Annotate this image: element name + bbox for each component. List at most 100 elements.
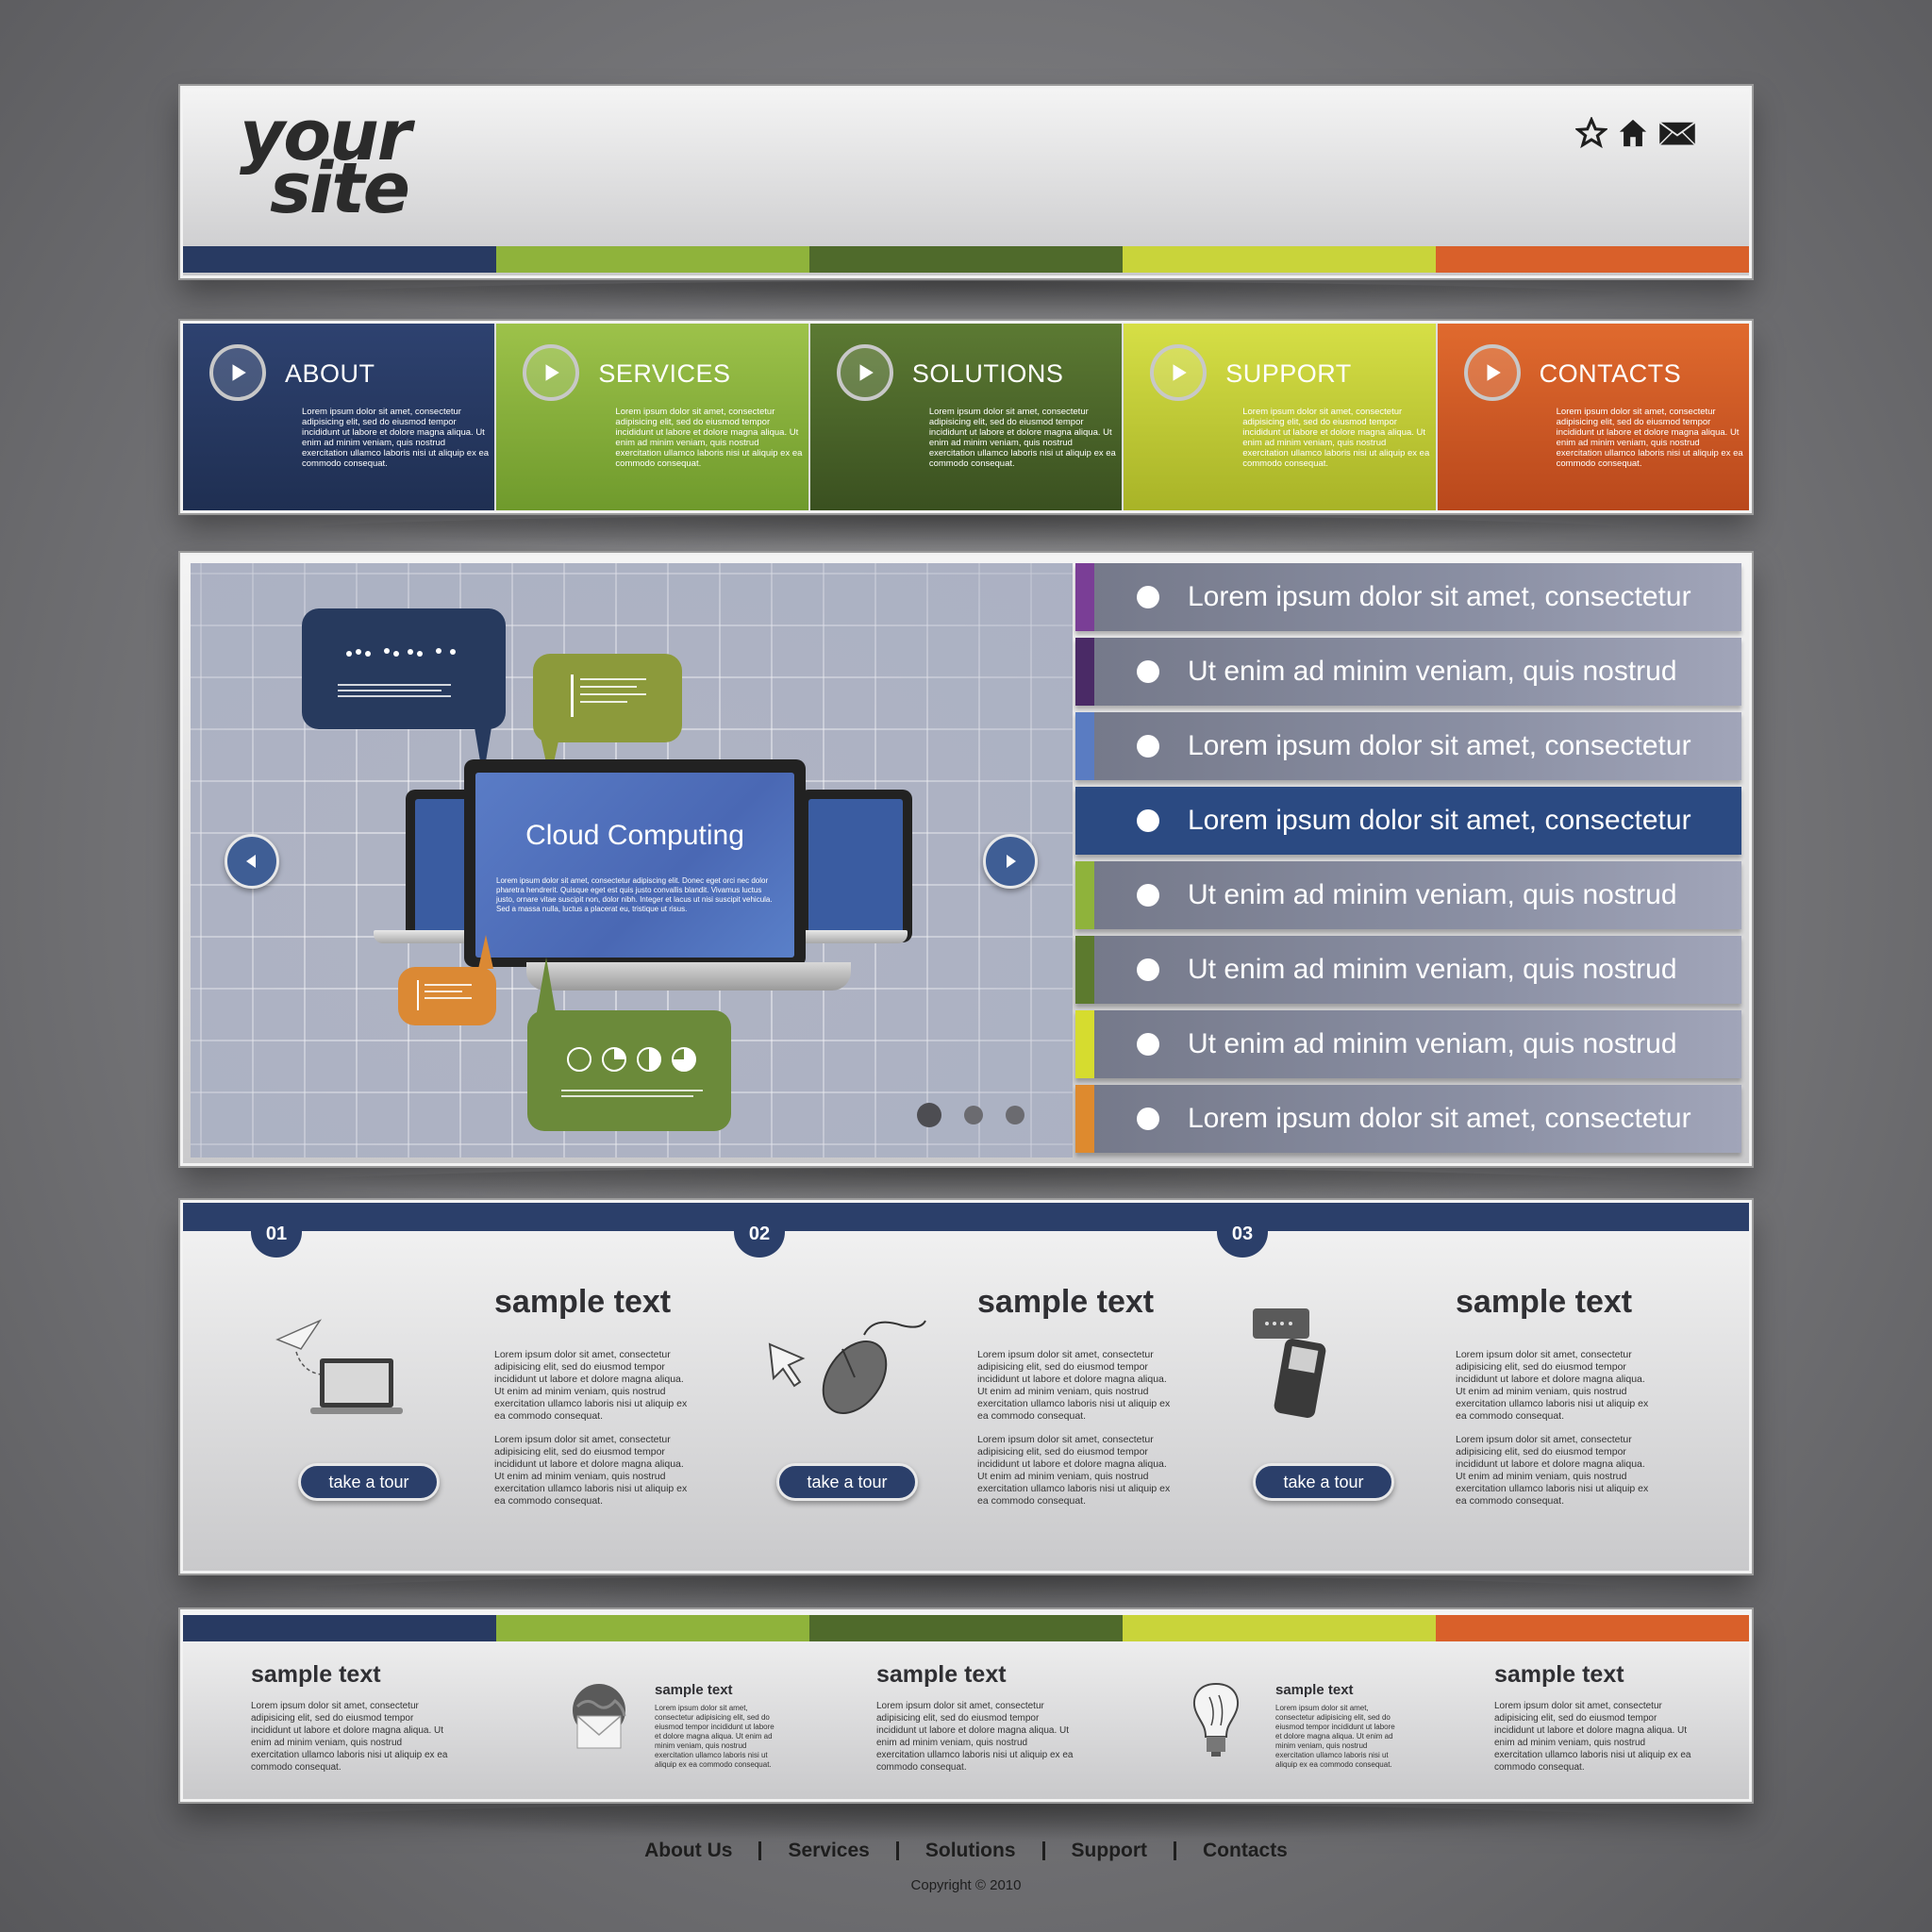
footer-color-bar bbox=[183, 1615, 1749, 1641]
divider bbox=[758, 1841, 762, 1860]
footer-link-contacts[interactable]: Contacts bbox=[1203, 1840, 1288, 1861]
feature-title: sample text bbox=[494, 1284, 672, 1320]
feature-title: sample text bbox=[1456, 1284, 1633, 1320]
list-item-text: Lorem ipsum dolor sit amet, consectetur bbox=[1188, 805, 1691, 836]
footer-link-about-us[interactable]: About Us bbox=[644, 1840, 733, 1861]
play-icon bbox=[209, 344, 266, 401]
feature-card-2: 02 sample text Lorem ipsum dolor sit ame… bbox=[666, 1203, 1170, 1571]
arrow-left-icon bbox=[246, 855, 256, 868]
slider-dot-3[interactable] bbox=[1006, 1106, 1024, 1124]
divider bbox=[895, 1841, 899, 1860]
header-color-bar bbox=[183, 246, 1749, 273]
list-item[interactable]: Lorem ipsum dolor sit amet, consectetur bbox=[1075, 712, 1741, 780]
logo-line-1: your bbox=[240, 95, 411, 176]
feature-desc: Lorem ipsum dolor sit amet, consectetur … bbox=[494, 1434, 688, 1507]
feature-desc: Lorem ipsum dolor sit amet, consectetur … bbox=[494, 1349, 688, 1422]
home-icon[interactable] bbox=[1617, 117, 1649, 149]
footer-col-1: sample text Lorem ipsum dolor sit amet, … bbox=[251, 1661, 449, 1774]
copyright: Copyright © 2010 bbox=[910, 1877, 1022, 1893]
hero-slider: Cloud Computing Lorem ipsum dolor sit am… bbox=[180, 553, 1752, 1166]
slider-pagination bbox=[917, 1103, 1024, 1127]
site-logo[interactable]: your site bbox=[240, 95, 411, 229]
bullet-icon bbox=[1137, 1033, 1159, 1056]
nav-tile-contacts[interactable]: CONTACTS Lorem ipsum dolor sit amet, con… bbox=[1437, 324, 1750, 510]
panel-shadow bbox=[245, 1168, 1687, 1206]
slider-dot-1[interactable] bbox=[917, 1103, 941, 1127]
nav-tile-desc: Lorem ipsum dolor sit amet, consectetur … bbox=[1556, 407, 1743, 469]
color-seg-orange bbox=[1436, 1615, 1749, 1641]
divider bbox=[1041, 1841, 1045, 1860]
list-item-text: Lorem ipsum dolor sit amet, consectetur bbox=[1188, 581, 1691, 612]
color-seg-lime bbox=[1123, 1615, 1436, 1641]
feature-desc: Lorem ipsum dolor sit amet, consectetur … bbox=[1456, 1349, 1649, 1422]
list-item[interactable]: Lorem ipsum dolor sit amet, consectetur bbox=[1075, 1085, 1741, 1153]
nav-tile-about[interactable]: ABOUT Lorem ipsum dolor sit amet, consec… bbox=[183, 324, 497, 510]
color-seg-navy bbox=[183, 1615, 496, 1641]
feature-desc: Lorem ipsum dolor sit amet, consectetur … bbox=[977, 1434, 1171, 1507]
take-a-tour-button[interactable]: take a tour bbox=[776, 1463, 918, 1501]
screen-title: Cloud Computing bbox=[525, 820, 744, 851]
bullet-icon bbox=[1137, 884, 1159, 907]
footer-col-desc: Lorem ipsum dolor sit amet, consectetur … bbox=[251, 1701, 448, 1773]
footer-link-services[interactable]: Services bbox=[788, 1840, 870, 1861]
feature-number: 01 bbox=[251, 1216, 302, 1257]
take-a-tour-button[interactable]: take a tour bbox=[1253, 1463, 1394, 1501]
speech-bubble-chart bbox=[533, 654, 682, 780]
panel-shadow bbox=[245, 1575, 1687, 1613]
footer-col-title: sample text bbox=[655, 1682, 733, 1698]
laptop-paper-plane-icon bbox=[275, 1319, 403, 1414]
footer-panel: sample text Lorem ipsum dolor sit amet, … bbox=[180, 1609, 1752, 1802]
footer-link-solutions[interactable]: Solutions bbox=[924, 1840, 1016, 1861]
slider-dot-2[interactable] bbox=[964, 1106, 983, 1124]
list-item-text: Ut enim ad minim veniam, quis nostrud bbox=[1188, 1028, 1677, 1059]
features-bar bbox=[183, 1203, 1749, 1231]
star-icon[interactable] bbox=[1575, 117, 1607, 149]
footer-link-support[interactable]: Support bbox=[1071, 1840, 1148, 1861]
color-seg-dark-green bbox=[809, 1615, 1123, 1641]
nav-tile-title: CONTACTS bbox=[1539, 359, 1682, 388]
light-bulb-icon bbox=[1192, 1682, 1240, 1757]
mail-icon[interactable] bbox=[1658, 117, 1696, 149]
speech-bubble-pies bbox=[527, 958, 731, 1131]
logo-line-2: site bbox=[270, 148, 410, 229]
footer-col-5: sample text Lorem ipsum dolor sit amet, … bbox=[1494, 1661, 1692, 1774]
speech-bubble-weather bbox=[302, 608, 506, 778]
nav-tile-services[interactable]: SERVICES Lorem ipsum dolor sit amet, con… bbox=[496, 324, 810, 510]
list-item[interactable]: Ut enim ad minim veniam, quis nostrud bbox=[1075, 936, 1741, 1004]
take-a-tour-button[interactable]: take a tour bbox=[298, 1463, 440, 1501]
nav-tile-desc: Lorem ipsum dolor sit amet, consectetur … bbox=[1242, 407, 1430, 469]
nav-tile-desc: Lorem ipsum dolor sit amet, consectetur … bbox=[302, 407, 490, 469]
bullet-icon bbox=[1137, 809, 1159, 832]
list-item-active[interactable]: Lorem ipsum dolor sit amet, consectetur bbox=[1075, 787, 1741, 855]
play-icon bbox=[523, 344, 580, 401]
footer-col-3: sample text Lorem ipsum dolor sit amet, … bbox=[876, 1661, 1074, 1774]
bullet-icon bbox=[1137, 735, 1159, 758]
slider-next-button[interactable] bbox=[983, 834, 1038, 889]
feature-number: 02 bbox=[734, 1216, 785, 1257]
main-nav: ABOUT Lorem ipsum dolor sit amet, consec… bbox=[180, 321, 1752, 513]
nav-tile-solutions[interactable]: SOLUTIONS Lorem ipsum dolor sit amet, co… bbox=[809, 324, 1124, 510]
footer-col-title: sample text bbox=[251, 1661, 381, 1688]
panel-shadow bbox=[245, 515, 1687, 553]
list-item[interactable]: Ut enim ad minim veniam, quis nostrud bbox=[1075, 638, 1741, 706]
color-seg-orange bbox=[1436, 246, 1749, 273]
list-item[interactable]: Ut enim ad minim veniam, quis nostrud bbox=[1075, 861, 1741, 929]
list-item[interactable]: Ut enim ad minim veniam, quis nostrud bbox=[1075, 1010, 1741, 1078]
nav-tile-title: SOLUTIONS bbox=[911, 359, 1064, 388]
laptop-main-base bbox=[526, 962, 851, 991]
globe-mail-icon bbox=[573, 1684, 626, 1749]
nav-tile-support[interactable]: SUPPORT Lorem ipsum dolor sit amet, cons… bbox=[1124, 324, 1438, 510]
feature-list: Lorem ipsum dolor sit amet, consectetur … bbox=[1075, 563, 1741, 1159]
slider-prev-button[interactable] bbox=[225, 834, 279, 889]
laptop-screen: Cloud Computing Lorem ipsum dolor sit am… bbox=[475, 773, 794, 958]
panel-shadow bbox=[245, 281, 1687, 319]
bullet-icon bbox=[1137, 660, 1159, 683]
feature-card-3: 03 sample text Lorem ipsum dolor sit ame… bbox=[1149, 1203, 1648, 1571]
list-item-text: Ut enim ad minim veniam, quis nostrud bbox=[1188, 879, 1677, 910]
color-seg-navy bbox=[183, 246, 496, 273]
bullet-icon bbox=[1137, 1108, 1159, 1130]
feature-number: 03 bbox=[1217, 1216, 1268, 1257]
feature-card-1: 01 sample text Lorem ipsum dolor sit ame… bbox=[183, 1203, 687, 1571]
list-item[interactable]: Lorem ipsum dolor sit amet, consectetur bbox=[1075, 563, 1741, 631]
bullet-icon bbox=[1137, 586, 1159, 608]
